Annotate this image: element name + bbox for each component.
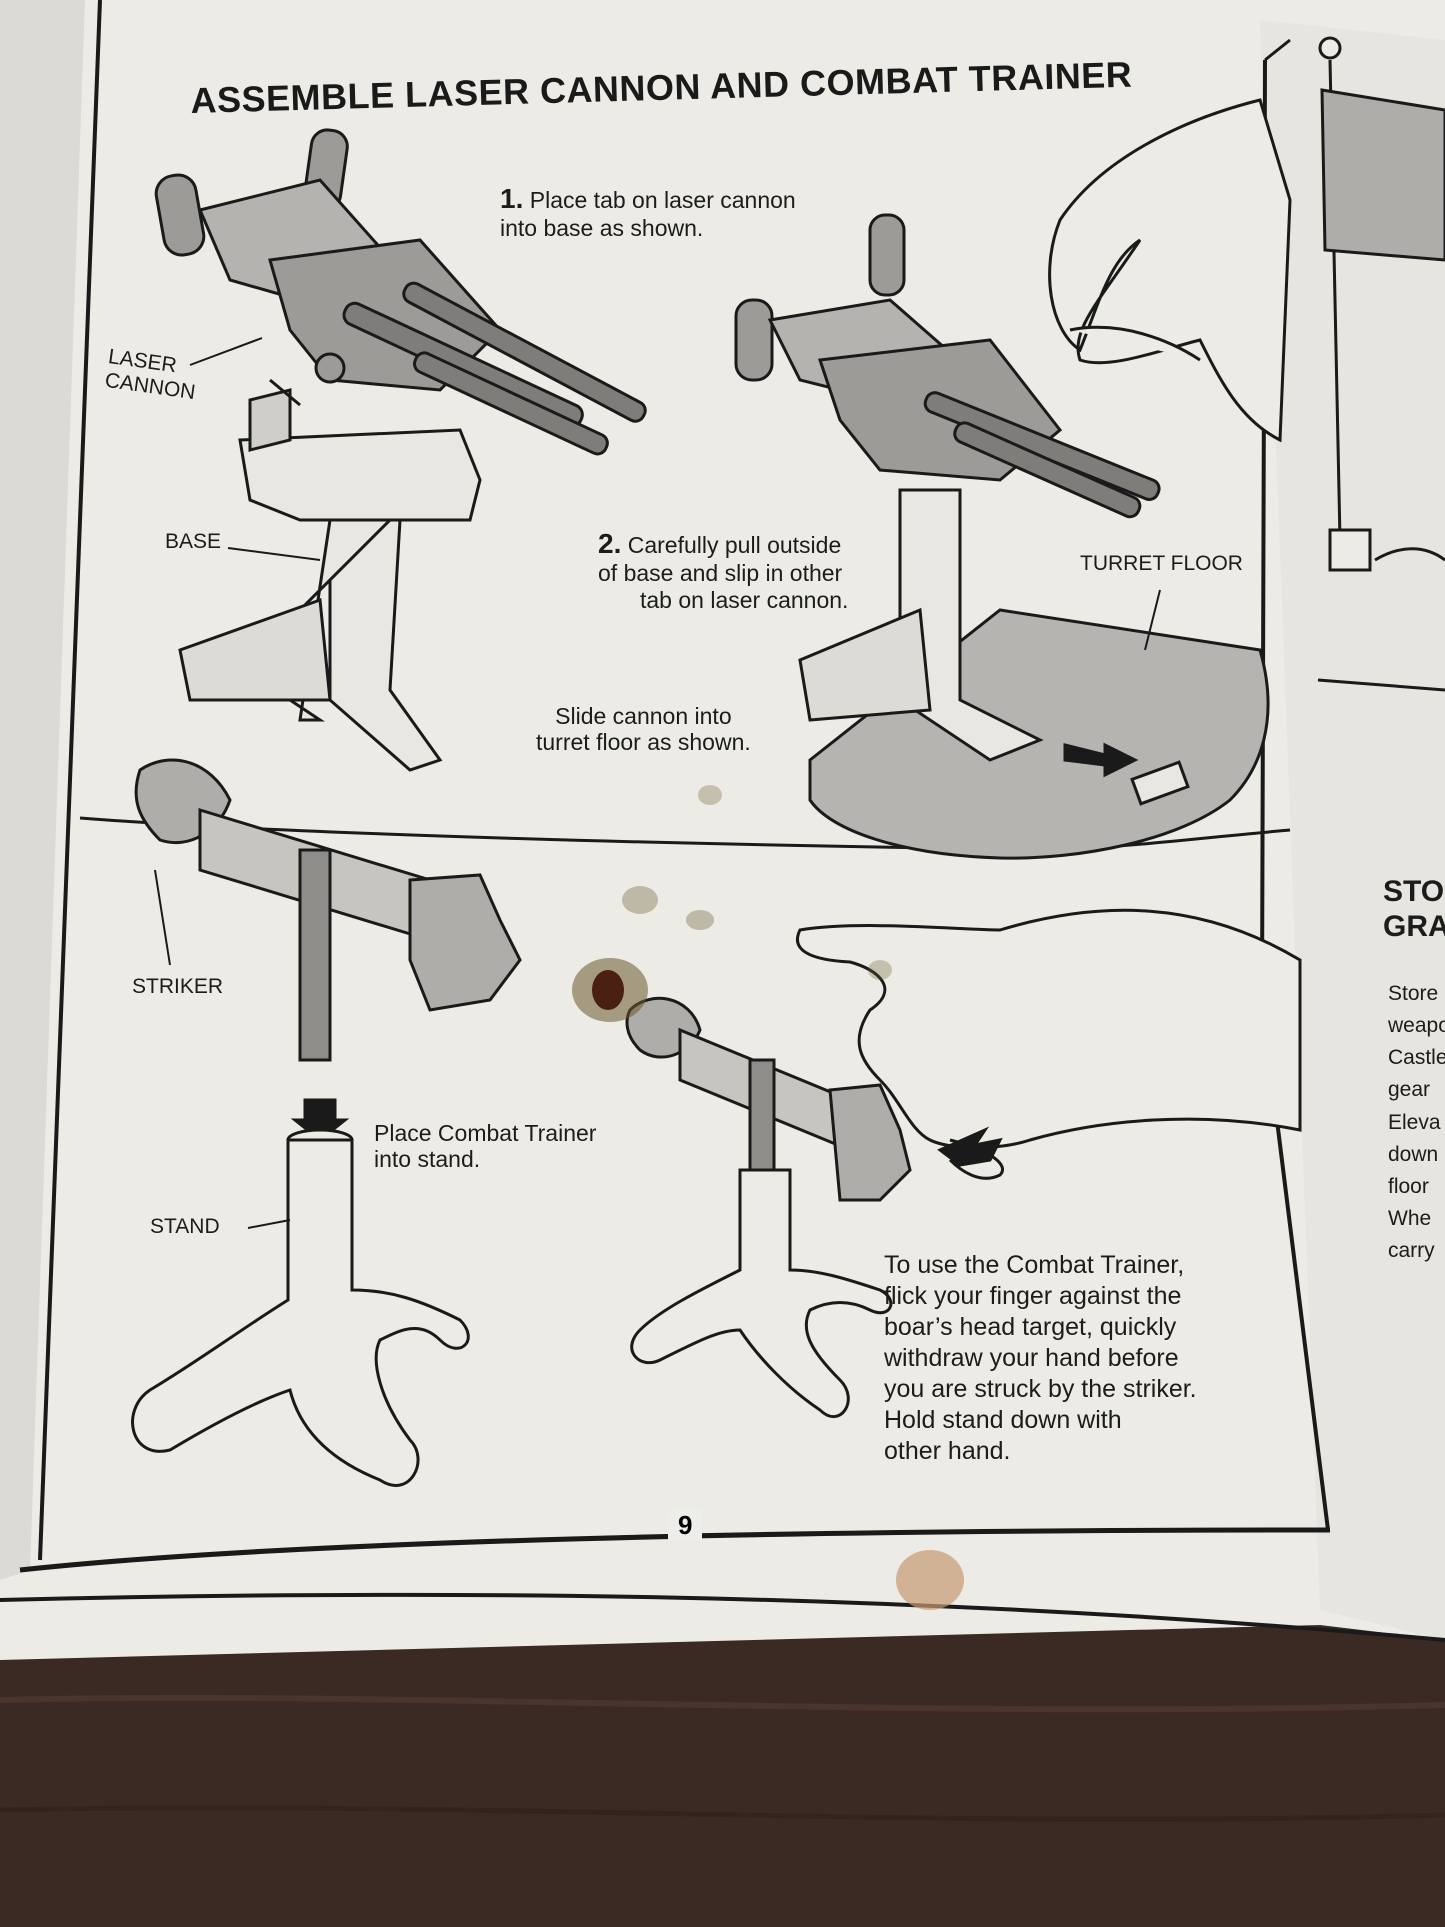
stain	[622, 886, 658, 914]
mounted-cannon-illustration	[734, 213, 1161, 762]
slide-line-1: Slide cannon into	[555, 703, 732, 729]
flag-illustration	[1317, 36, 1445, 692]
slide-line-2: turret floor as shown.	[536, 729, 751, 756]
page-border-corner	[1264, 38, 1291, 62]
laser-cannon-illustration	[154, 128, 647, 456]
stain	[686, 910, 714, 930]
stain	[896, 1550, 964, 1610]
place-trainer-line-2: into stand.	[374, 1146, 481, 1173]
step-1-number: 1.	[500, 183, 524, 214]
page-border-bottom	[19, 1527, 1331, 1573]
next-line: Store	[1388, 982, 1439, 1005]
wood-grain	[0, 1805, 1445, 1822]
stand-illustration-left	[131, 1128, 470, 1487]
stain	[698, 785, 722, 805]
page-border-left	[38, 0, 102, 1561]
use-line: To use the Combat Trainer,	[884, 1251, 1185, 1279]
next-heading-line-2: GRA	[1383, 909, 1445, 943]
hand-illustration-bottom	[796, 908, 1302, 1180]
page-number: 9	[668, 1510, 703, 1541]
next-line: floor	[1388, 1174, 1429, 1198]
combat-trainer-use-illustration	[625, 996, 912, 1202]
next-line: weapo	[1388, 1014, 1445, 1038]
label-leader-lines	[154, 337, 1161, 1229]
step-1-line-1: Place tab on laser cannon	[529, 187, 796, 213]
place-trainer-line-1: Place Combat Trainer	[374, 1120, 597, 1146]
step-2-line-3: tab on laser cannon.	[640, 586, 849, 613]
label-turret-floor: TURRET FLOOR	[1080, 552, 1243, 575]
place-trainer-instruction: Place Combat Trainer into stand.	[374, 1120, 596, 1173]
next-line: Eleva	[1388, 1110, 1441, 1134]
hand-illustration-top	[1048, 98, 1292, 443]
use-line: boar’s head target, quickly	[884, 1313, 1177, 1341]
next-line: Whe	[1388, 1206, 1432, 1230]
use-line: flick your finger against the	[884, 1282, 1182, 1310]
label-stand: STAND	[150, 1215, 220, 1238]
next-line: Castle	[1388, 1046, 1445, 1070]
base-illustration	[178, 378, 482, 772]
next-page-text: Store weapo Castle gear Eleva down floor…	[1388, 978, 1445, 1267]
step-2-line-1: Carefully pull outside	[627, 532, 842, 558]
next-page-heading: STO GRA	[1383, 875, 1445, 944]
step-2-number: 2.	[598, 528, 622, 559]
use-line: Hold stand down with	[884, 1406, 1122, 1434]
step-2-line-2: of base and slip in other	[598, 560, 843, 587]
slide-instruction: Slide cannon into turret floor as shown.	[536, 703, 751, 756]
label-striker: STRIKER	[132, 975, 224, 998]
page-fold-line	[0, 1592, 1445, 1642]
next-line: gear	[1388, 1078, 1431, 1102]
use-line: other hand.	[884, 1437, 1011, 1465]
use-line: you are struck by the striker.	[884, 1375, 1197, 1403]
stand-illustration-right	[630, 1168, 893, 1418]
next-line: down	[1388, 1142, 1439, 1166]
step-1: 1. Place tab on laser cannon into base a…	[500, 183, 796, 242]
use-line: withdraw your hand before	[884, 1344, 1179, 1372]
step-2: 2. Carefully pull outside of base and sl…	[598, 528, 848, 613]
label-base: BASE	[165, 530, 222, 553]
wood-grain	[0, 1694, 1445, 1713]
next-heading-line-1: STO	[1383, 875, 1445, 908]
step-1-line-2: into base as shown.	[500, 215, 704, 242]
stain	[592, 970, 624, 1010]
stain	[868, 960, 892, 980]
booklet-page	[0, 0, 1445, 1660]
next-line: carry	[1388, 1239, 1435, 1262]
use-trainer-instruction: To use the Combat Trainer, flick your fi…	[884, 1250, 1197, 1467]
next-page	[1260, 20, 1445, 1640]
